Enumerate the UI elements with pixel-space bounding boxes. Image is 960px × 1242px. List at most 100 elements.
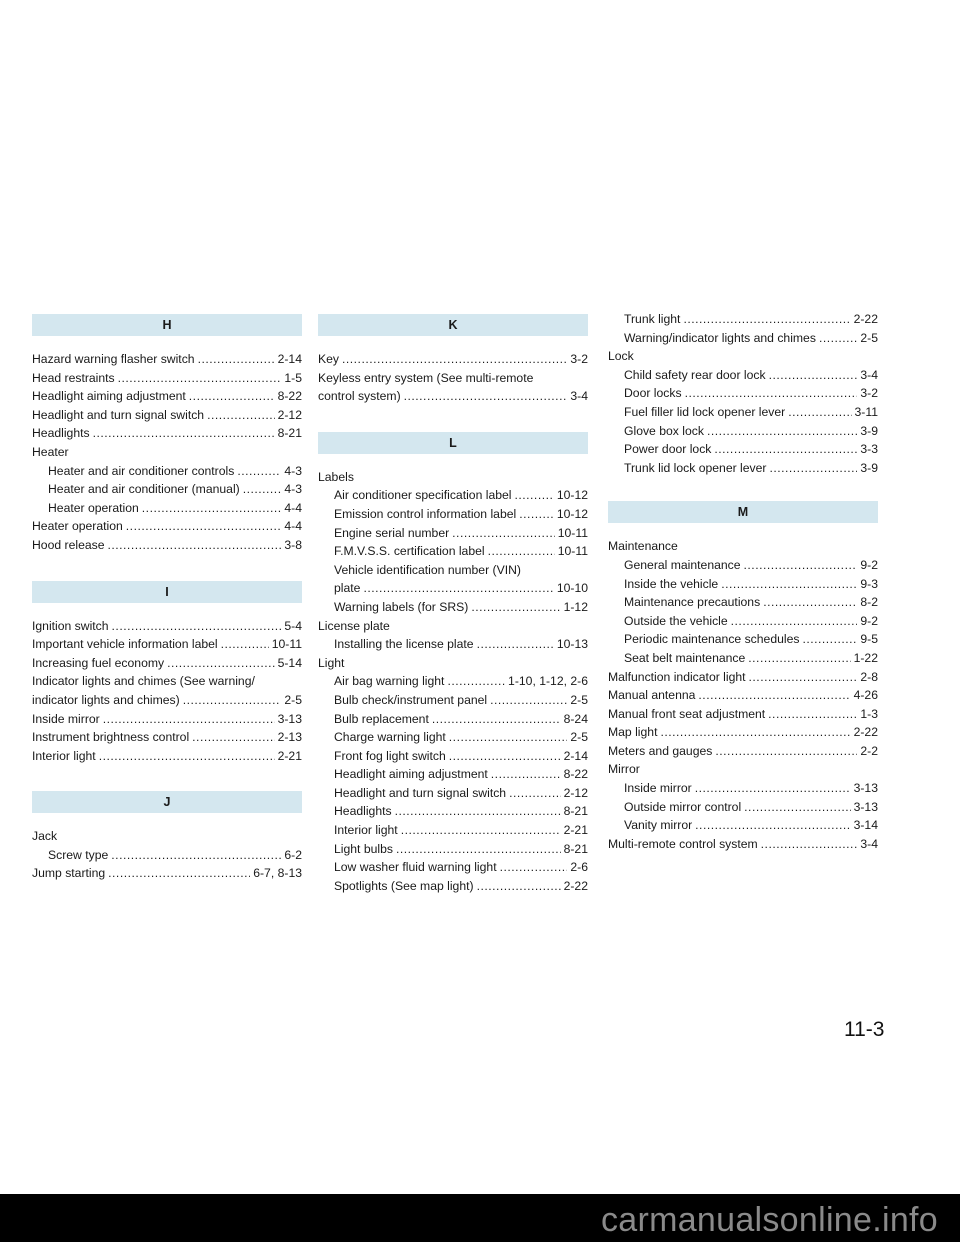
index-subentry: Periodic maintenance schedules9-5 [608, 630, 878, 649]
section-letter: J [163, 795, 171, 810]
page-ref: 9-3 [860, 576, 878, 591]
page-ref: 2-12 [563, 785, 588, 800]
index-subentry: Light bulbs8-21 [318, 840, 588, 859]
section-letter: I [165, 584, 169, 599]
index-subentry: Air conditioner specification label10-12 [318, 486, 588, 505]
page-ref: 6-2 [284, 847, 302, 862]
index-subentry: Heater operation4-4 [32, 499, 302, 518]
index-entry: Hazard warning flasher switch2-14 [32, 350, 302, 369]
page-ref: 6-7, 8-13 [253, 866, 302, 881]
page-ref: 10-11 [557, 525, 588, 540]
page-ref: 2-22 [853, 725, 878, 740]
page-ref: 5-4 [284, 618, 302, 633]
index-entry: Instrument brightness control2-13 [32, 728, 302, 747]
section-header-l: L [318, 431, 588, 454]
index-subentry: Headlights8-21 [318, 802, 588, 821]
page-ref: 2-14 [277, 352, 302, 366]
index-entry: Head restraints1-5 [32, 369, 302, 388]
index-subentry: Installing the license plate10-13 [318, 635, 588, 654]
page-ref: 3-13 [853, 781, 878, 796]
index-subentry: Front fog light switch2-14 [318, 747, 588, 766]
page-ref: 2-5 [284, 692, 302, 707]
index-subentry: Outside the vehicle9-2 [608, 612, 878, 631]
page-ref: 4-4 [284, 500, 302, 515]
page-ref: 2-13 [277, 730, 302, 745]
index-subentry: F.M.V.S.S. certification label10-11 [318, 542, 588, 561]
index-subentry: Air bag warning light1-10, 1-12, 2-6 [318, 672, 588, 691]
page-ref: 4-3 [284, 482, 302, 497]
section-header-k: K [318, 314, 588, 336]
index-subentry: Glove box lock3-9 [608, 422, 878, 441]
page-ref: 2-6 [570, 860, 588, 875]
index-entry: Hood release3-8 [32, 536, 302, 555]
index-heading-entry: Labels [318, 469, 354, 484]
index-entry: Manual antenna4-26 [608, 686, 878, 705]
index-subentry: Warning labels (for SRS)1-12 [318, 598, 588, 617]
index-entry: control system)3-4 [318, 387, 588, 406]
index-subentry: Heater and air conditioner (manual)4-3 [32, 480, 302, 499]
page-ref: 9-5 [860, 632, 878, 647]
index-entry: Increasing fuel economy5-14 [32, 654, 302, 673]
index-entry: Malfunction indicator light2-8 [608, 668, 878, 687]
index-entry: Key3-2 [318, 350, 588, 369]
index-subentry: Bulb replacement8-24 [318, 710, 588, 729]
page-ref: 3-11 [854, 404, 879, 419]
index-subentry: Seat belt maintenance1-22 [608, 649, 878, 668]
index-heading-entry: Heater [32, 444, 69, 459]
page-ref: 8-21 [563, 804, 588, 819]
page-ref: 3-9 [860, 423, 878, 438]
page-ref: 3-8 [284, 537, 302, 552]
index-subentry: Spotlights (See map light)2-22 [318, 877, 588, 896]
page-ref: 3-13 [853, 799, 878, 814]
index-subentry: General maintenance9-2 [608, 556, 878, 575]
page-ref: 5-14 [277, 655, 302, 670]
section-letter: H [162, 318, 172, 332]
page-ref: 2-8 [860, 669, 878, 684]
section-letter: M [737, 505, 749, 520]
page-ref: 2-5 [570, 730, 588, 745]
page-ref: 2-21 [563, 823, 588, 838]
index-entry: Headlights8-21 [32, 424, 302, 443]
page-ref: 10-10 [556, 581, 588, 596]
page-ref: 9-2 [860, 613, 878, 628]
index-subentry-line: Vehicle identification number (VIN) [334, 562, 521, 577]
index-column-3: Trunk light2-22 Warning/indicator lights… [608, 310, 878, 853]
page-ref: 10-12 [556, 488, 588, 503]
index-subentry: Child safety rear door lock3-4 [608, 366, 878, 385]
index-entry: Multi-remote control system3-4 [608, 835, 878, 854]
index-subentry: Charge warning light2-5 [318, 728, 588, 747]
watermark-text[interactable]: carmanualsonline.info [600, 1201, 938, 1239]
section-letter: L [449, 435, 457, 450]
index-entry: Headlight aiming adjustment8-22 [32, 387, 302, 406]
page-ref: 8-22 [563, 767, 588, 782]
section-header-h: H [32, 314, 302, 336]
index-heading-entry: Maintenance [608, 539, 678, 554]
index-subentry: Trunk lid lock opener lever3-9 [608, 459, 878, 478]
index-subentry: Outside mirror control3-13 [608, 798, 878, 817]
page-ref: 3-4 [570, 389, 588, 404]
page-ref: 3-13 [277, 711, 302, 726]
page-ref: 2-5 [860, 330, 878, 345]
page-ref: 9-2 [860, 557, 878, 572]
index-entry: Important vehicle information label10-11 [32, 635, 302, 654]
section-header-j: J [32, 791, 302, 814]
section-header-m: M [608, 501, 878, 524]
page-ref: 3-3 [860, 442, 878, 457]
page-ref: 10-12 [556, 506, 588, 521]
index-column-1: H Hazard warning flasher switch2-14 Head… [32, 314, 302, 883]
index-subentry: Inside the vehicle9-3 [608, 575, 878, 594]
page-ref: 4-26 [853, 688, 878, 703]
index-subentry: Low washer fluid warning light2-6 [318, 858, 588, 877]
index-subentry: Headlight aiming adjustment8-22 [318, 765, 588, 784]
index-entry: Meters and gauges2-2 [608, 742, 878, 761]
index-subentry: Door locks3-2 [608, 384, 878, 403]
page-ref: 10-13 [556, 637, 588, 652]
page-ref: 8-24 [563, 711, 588, 726]
page-ref: 8-22 [277, 389, 302, 404]
page-ref: 2-22 [853, 312, 878, 326]
page-ref: 3-4 [860, 367, 878, 382]
page-ref: 8-2 [860, 595, 878, 610]
page-ref: 4-3 [284, 463, 302, 478]
index-subentry: Heater and air conditioner controls4-3 [32, 462, 302, 481]
index-subentry: Interior light2-21 [318, 821, 588, 840]
